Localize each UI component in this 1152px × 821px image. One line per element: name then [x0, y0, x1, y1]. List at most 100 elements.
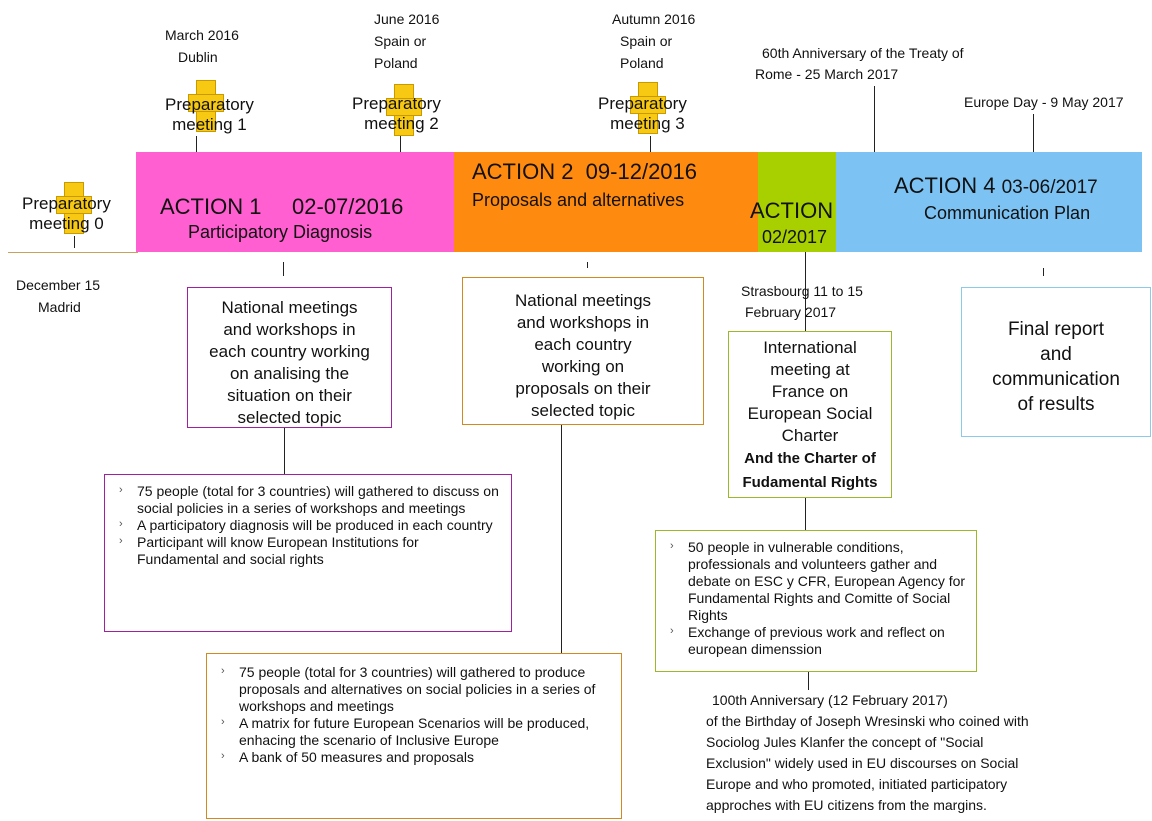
- pm0-line2: meeting 0: [29, 214, 104, 233]
- action-4-label: ACTION 4: [894, 173, 996, 198]
- b4-line-1: and: [1040, 344, 1072, 365]
- treaty-anniversary-line1: 60th Anniversary of the Treaty of: [762, 45, 964, 61]
- a2-connector-top: [587, 262, 588, 268]
- b1-line-1: and workshops in: [223, 320, 356, 339]
- pm3-date: Autumn 2016: [612, 11, 696, 27]
- preparatory-meeting-3-marker-icon: [630, 82, 666, 134]
- pm1-tick: [196, 136, 197, 152]
- action-2-details-list: 75 people (total for 3 countries) will g…: [206, 653, 622, 819]
- action-3-subtitle: 02/2017: [762, 227, 828, 247]
- pm1-line1: Preparatory: [165, 95, 254, 114]
- pm0-date: December 15: [16, 277, 101, 293]
- b1-line-4: situation on their: [227, 386, 352, 405]
- wresinski-line-0: 100th Anniversary (12 February 2017): [712, 692, 948, 708]
- wresinski-line-1: of the Birthday of Joseph Wresinski who …: [706, 713, 1029, 729]
- a4-connector-top: [1043, 268, 1044, 276]
- preparatory-meeting-3-label: Preparatory meeting 3: [598, 94, 687, 134]
- action-2-title: ACTION 2 09-12/2016: [472, 159, 698, 184]
- a3-connector-top: [805, 252, 806, 332]
- action-3-description-box: International meeting at France on Europ…: [728, 331, 892, 498]
- europe-day-label: Europe Day - 9 May 2017: [964, 94, 1124, 110]
- pm0-line1: Preparatory: [22, 194, 111, 213]
- action-1-bar: ACTION 1 02-07/2016 Participatory Diagno…: [136, 152, 454, 252]
- strasbourg-line2: February 2017: [745, 304, 837, 320]
- a1-connector-top: [283, 262, 284, 276]
- pm3-tick: [650, 136, 651, 152]
- strasbourg-line1: Strasbourg 11 to 15: [741, 283, 863, 299]
- action-1-title: ACTION 1 02-07/2016: [160, 194, 404, 219]
- b3-line-0: International: [763, 338, 857, 357]
- pm2-tick: [400, 136, 401, 152]
- pm1-line2: meeting 1: [172, 115, 247, 134]
- action-4-date: 03-06/2017: [1001, 177, 1098, 198]
- pm1-date: March 2016: [165, 27, 239, 43]
- b4-line-0: Final report: [1007, 319, 1105, 340]
- pm2-place2: Poland: [374, 55, 418, 71]
- action-4-bar: ACTION 4 03-06/2017 Communication Plan: [836, 152, 1142, 252]
- b3-line-1: meeting at: [770, 360, 850, 379]
- action-2-subtitle: Proposals and alternatives: [472, 190, 685, 210]
- b1-line-3: on analising the: [229, 364, 350, 383]
- list-item: Participant will know European Instituti…: [113, 533, 503, 568]
- b2-line-0: National meetings: [514, 291, 652, 310]
- b3-line-2: France on: [771, 382, 849, 401]
- b1-line-0: National meetings: [221, 298, 358, 317]
- action-3-title: ACTION 3: [750, 198, 852, 223]
- pm3-line2: meeting 3: [610, 114, 685, 133]
- action-1-description-box: National meetings and workshops in each …: [187, 287, 392, 428]
- b3-line-4: Charter: [781, 426, 839, 445]
- b3-line-3: European Social: [747, 404, 873, 423]
- b2-line-3: working on: [541, 357, 625, 376]
- list3-connector: [808, 672, 809, 690]
- box3-to-list3-connector: [805, 498, 806, 530]
- list-item: A participatory diagnosis will be produc…: [113, 516, 503, 534]
- b4-line-3: of results: [1017, 394, 1095, 415]
- preparatory-meeting-0-marker-icon: [56, 182, 92, 234]
- list-item: 75 people (total for 3 countries) will g…: [113, 482, 503, 517]
- treaty-tick: [874, 86, 875, 152]
- timeline-start-line: [8, 252, 138, 253]
- preparatory-meeting-2-label: Preparatory meeting 2: [352, 94, 441, 134]
- action-4-subtitle: Communication Plan: [924, 203, 1091, 223]
- pm2-date: June 2016: [374, 11, 440, 27]
- europe-day-tick: [1033, 114, 1034, 152]
- b2-line-5: selected topic: [531, 401, 635, 420]
- list-item: 75 people (total for 3 countries) will g…: [215, 663, 613, 715]
- preparatory-meeting-0-label: Preparatory meeting 0: [22, 194, 111, 234]
- action-1-subtitle: Participatory Diagnosis: [188, 222, 373, 242]
- wresinski-line-3: Exclusion" widely used in EU discourses …: [706, 755, 1019, 771]
- b1-line-5: selected topic: [237, 408, 342, 427]
- action-2-bar: ACTION 2 09-12/2016 Proposals and altern…: [454, 152, 758, 252]
- b3-bold-line-2: Fudamental Rights: [742, 474, 878, 491]
- action-4-title: ACTION 4 03-06/2017: [894, 173, 1098, 201]
- pm3-place2: Poland: [620, 55, 664, 71]
- box1-to-list1-connector: [284, 428, 285, 474]
- preparatory-meeting-1-marker-icon: [188, 80, 224, 132]
- list-item: 50 people in vulnerable conditions, prof…: [664, 538, 968, 624]
- pm3-place1: Spain or: [620, 33, 673, 49]
- b2-line-4: proposals on their: [515, 379, 651, 398]
- b3-bold-line-1: And the Charter of: [744, 450, 876, 467]
- wresinski-line-2: Sociolog Jules Klanfer the concept of "S…: [706, 734, 984, 750]
- action-2-description-box: National meetings and workshops in each …: [462, 277, 704, 425]
- pm1-place: Dublin: [178, 49, 218, 65]
- action-3-details-list: 50 people in vulnerable conditions, prof…: [655, 530, 977, 672]
- b2-line-1: and workshops in: [516, 313, 650, 332]
- pm3-line1: Preparatory: [598, 94, 687, 113]
- pm2-line1: Preparatory: [352, 94, 441, 113]
- pm0-place: Madrid: [38, 299, 81, 315]
- treaty-anniversary-line2: Rome - 25 March 2017: [755, 66, 899, 82]
- action-3-bar: ACTION 3 02/2017: [750, 152, 851, 252]
- pm2-line2: meeting 2: [364, 114, 439, 133]
- list-item: Exchange of previous work and reflect on…: [664, 623, 968, 658]
- action-1-details-list: 75 people (total for 3 countries) will g…: [104, 474, 512, 632]
- b1-line-2: each country working: [209, 342, 370, 361]
- pm0-tick: [74, 236, 75, 248]
- wresinski-line-5: approches with EU citizens from the marg…: [706, 797, 987, 813]
- action-4-description-box: Final report and communication of result…: [961, 287, 1151, 437]
- preparatory-meeting-2-marker-icon: [386, 84, 422, 136]
- wresinski-anniversary-text: 100th Anniversary (12 February 2017) of …: [706, 690, 1029, 816]
- b2-line-2: each country: [534, 335, 632, 354]
- wresinski-line-4: Europe and who promoted, initiated parti…: [706, 776, 1008, 792]
- list-item: A bank of 50 measures and proposals: [215, 748, 613, 766]
